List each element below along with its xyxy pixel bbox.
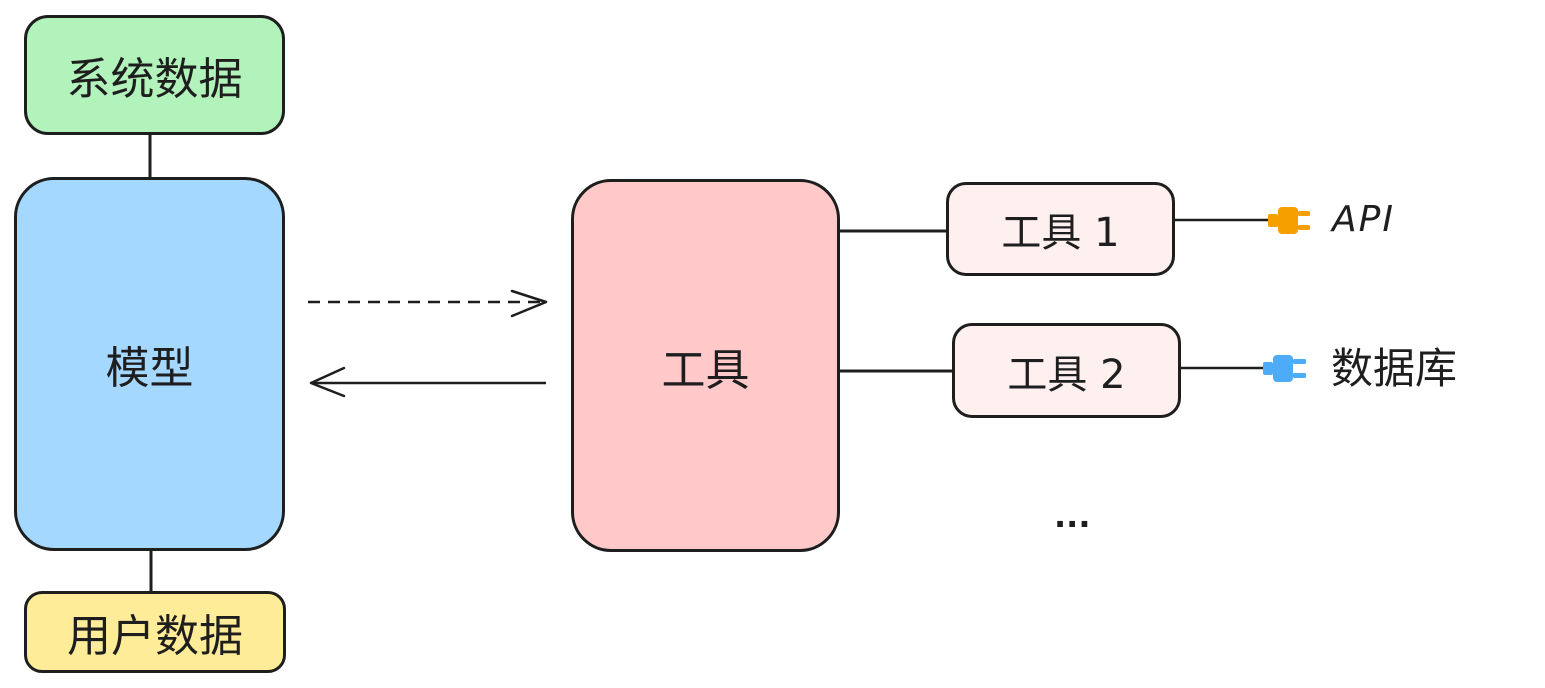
tools-label: 工具: [661, 344, 750, 396]
request-arrow: [308, 289, 548, 318]
tool-1-label: 工具 1: [1001, 210, 1120, 256]
user-data-node: 用户数据: [24, 591, 286, 673]
tool-2-node: 工具 2: [952, 323, 1181, 418]
system-data-node: 系统数据: [24, 15, 285, 135]
database-label: 数据库: [1331, 344, 1458, 393]
plug-icon: [1263, 355, 1306, 382]
api-label: API: [1332, 199, 1395, 240]
model-node: 模型: [14, 177, 285, 551]
system-data-label: 系统数据: [66, 54, 243, 105]
user-data-label: 用户数据: [67, 611, 243, 662]
tool-1-node: 工具 1: [946, 182, 1175, 276]
plug-icon: [1268, 207, 1310, 234]
model-label: 模型: [105, 343, 194, 394]
more-tools-ellipsis: ...: [1054, 497, 1091, 535]
response-arrow: [309, 366, 546, 398]
tool-2-label: 工具 2: [1007, 351, 1126, 398]
tools-node: 工具: [571, 179, 840, 552]
